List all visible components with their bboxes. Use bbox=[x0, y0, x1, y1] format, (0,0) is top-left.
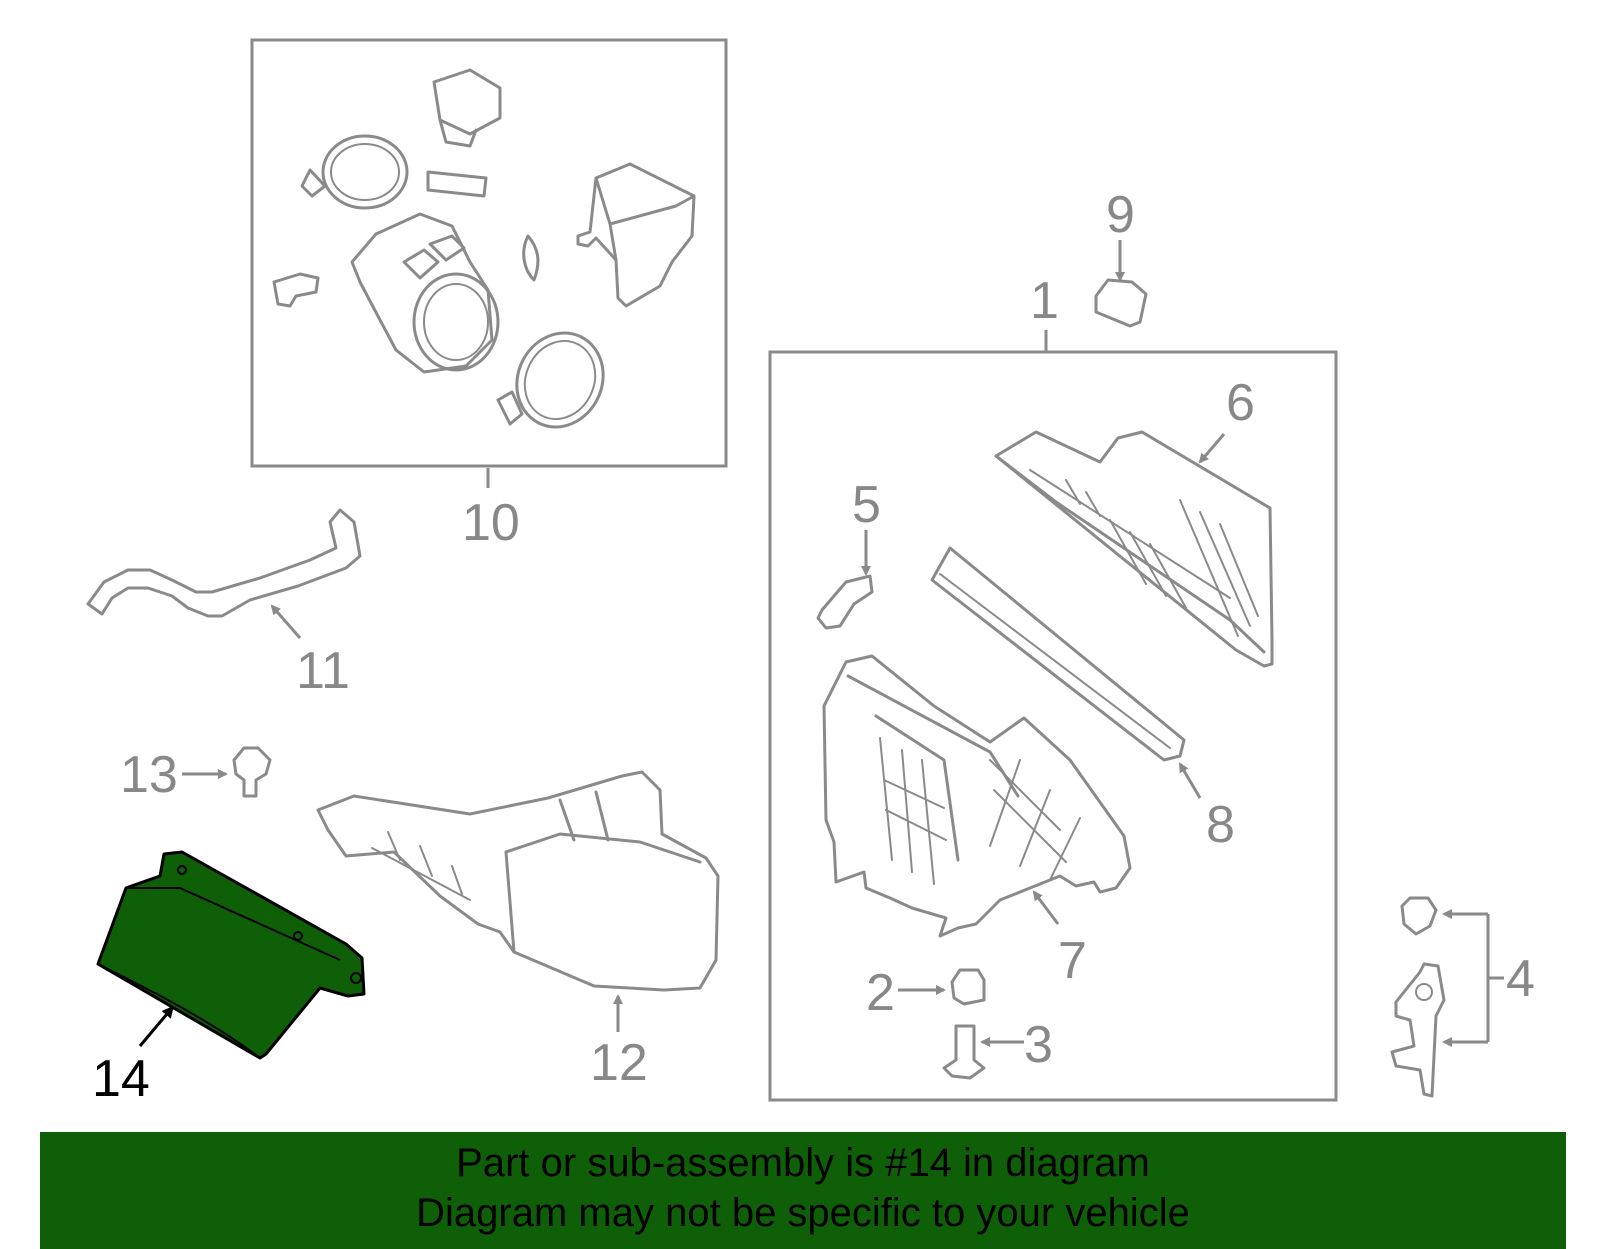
part-10-group bbox=[272, 68, 696, 429]
part-4-bracket bbox=[1390, 896, 1446, 1098]
part-11-hose bbox=[86, 508, 362, 618]
callout-7: 7 bbox=[1058, 932, 1087, 990]
part-14-highlighted bbox=[96, 850, 366, 1060]
box-10-frame bbox=[250, 38, 728, 468]
banner-line-1: Part or sub-assembly is #14 in diagram bbox=[456, 1141, 1150, 1185]
part-5 bbox=[816, 574, 874, 630]
banner-line-2: Diagram may not be specific to your vehi… bbox=[416, 1191, 1190, 1235]
part-8-filter bbox=[930, 546, 1186, 762]
part-6-cover bbox=[994, 430, 1274, 668]
info-banner: Part or sub-assembly is #14 in diagram D… bbox=[40, 1132, 1566, 1249]
part-3 bbox=[942, 1024, 986, 1080]
callout-8: 8 bbox=[1206, 796, 1235, 854]
callout-10: 10 bbox=[462, 494, 520, 552]
callout-14: 14 bbox=[92, 1050, 150, 1108]
callout-5: 5 bbox=[852, 476, 881, 534]
callout-12: 12 bbox=[590, 1034, 648, 1092]
callout-3: 3 bbox=[1024, 1016, 1053, 1074]
callout-6: 6 bbox=[1226, 374, 1255, 432]
part-12-duct bbox=[316, 770, 720, 992]
callout-11: 11 bbox=[296, 642, 350, 700]
part-2 bbox=[950, 968, 986, 1006]
box-1-frame bbox=[768, 350, 1338, 1102]
callout-4: 4 bbox=[1506, 950, 1535, 1008]
callout-1: 1 bbox=[1030, 272, 1059, 330]
part-7-housing bbox=[822, 654, 1132, 938]
callout-9: 9 bbox=[1106, 186, 1135, 244]
callout-13: 13 bbox=[120, 746, 178, 804]
part-9 bbox=[1094, 278, 1148, 328]
callout-2: 2 bbox=[866, 964, 895, 1022]
part-13-clip bbox=[232, 746, 272, 798]
